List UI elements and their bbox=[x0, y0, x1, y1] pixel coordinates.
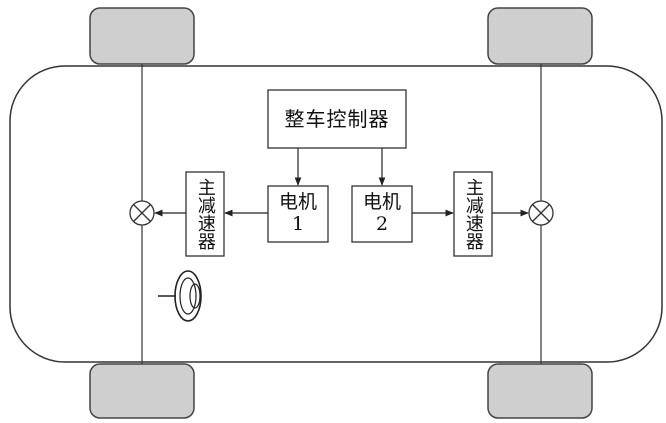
differential-left-icon bbox=[129, 200, 155, 226]
wheel-front-left bbox=[89, 7, 195, 65]
differential-right-icon bbox=[528, 200, 554, 226]
motor-1-label: 电机 1 bbox=[268, 186, 328, 242]
motor-2-label-line2: 2 bbox=[375, 213, 389, 235]
wheel-rear-right bbox=[487, 363, 593, 419]
steering-wheel-icon bbox=[158, 270, 202, 322]
vehicle-controller-label: 整车控制器 bbox=[284, 107, 390, 131]
car-body-outline bbox=[9, 65, 663, 363]
reducer-right-box bbox=[453, 171, 493, 257]
wheel-front-right bbox=[487, 7, 593, 65]
motor-2-box bbox=[351, 185, 413, 243]
motor-1-label-line2: 1 bbox=[291, 213, 305, 235]
motor-1-label-line1: 电机 bbox=[278, 191, 317, 214]
motor-2-label-line1: 电机 bbox=[362, 191, 401, 214]
reducer-left-label: 主减速器 bbox=[194, 178, 216, 250]
motor-2-label: 电机 2 bbox=[352, 186, 412, 242]
wheel-rear-left bbox=[89, 363, 195, 419]
reducer-right-label: 主减速器 bbox=[462, 178, 484, 250]
reducer-left-box bbox=[185, 171, 225, 257]
vehicle-controller-box bbox=[267, 89, 407, 149]
motor-1-box bbox=[267, 185, 329, 243]
